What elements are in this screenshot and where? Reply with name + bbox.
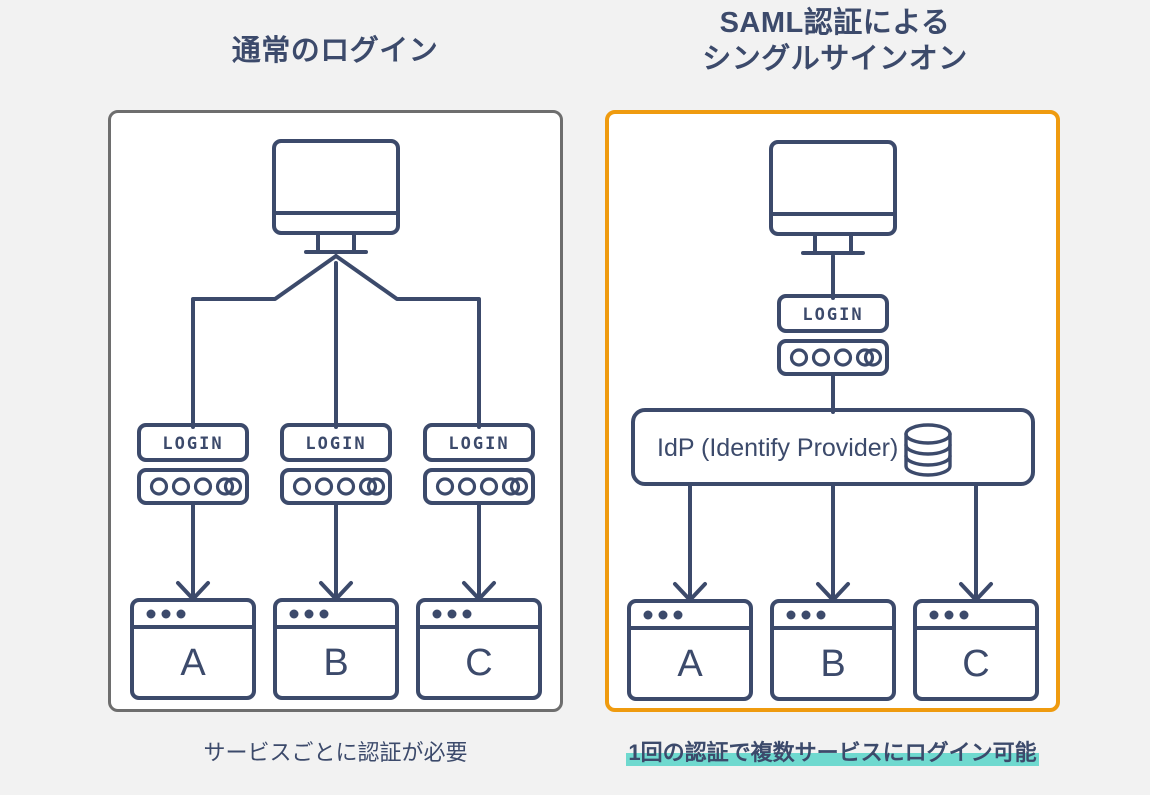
arrow-down-icon-a: [176, 501, 210, 601]
login-label-b: LOGIN: [305, 434, 366, 454]
service-letter-a: A: [677, 643, 703, 685]
right-caption: 1回の認証で複数サービスにログイン可能: [590, 740, 1075, 766]
right-panel: A B: [605, 110, 1060, 712]
right-title-line2: シングルサインオン: [702, 43, 968, 76]
database-icon: [904, 423, 952, 477]
left-diagram-title: 通常のログイン: [100, 33, 570, 69]
left-panel: A B: [108, 110, 563, 712]
connector-lines: [191, 254, 481, 429]
login-box-b: [280, 423, 392, 505]
service-window-c: C: [913, 599, 1039, 701]
service-window-a: A: [130, 598, 256, 700]
left-caption-text: サービスごとに認証が必要: [203, 740, 468, 765]
right-caption-highlight: 1回の認証で複数サービスにログイン可能: [626, 740, 1039, 766]
monitor-icon: [272, 139, 400, 254]
right-diagram-title: SAML認証による シングルサインオン: [600, 5, 1070, 78]
right-caption-text: 1回の認証で複数サービスにログイン可能: [628, 740, 1037, 765]
idp-label: IdP (Identify Provider): [657, 434, 898, 462]
service-letter-b: B: [323, 642, 348, 684]
login-label-a: LOGIN: [162, 434, 223, 454]
right-panel-graphic: A B: [627, 140, 1039, 701]
left-panel-graphic: A B: [130, 139, 542, 700]
service-letter-b: B: [820, 643, 845, 685]
service-letter-c: C: [962, 643, 989, 685]
arrow-down-icon-a: [673, 482, 707, 602]
service-window-a: A: [627, 599, 753, 701]
service-window-b: B: [770, 599, 896, 701]
service-window-b: B: [273, 598, 399, 700]
arrow-down-icon-b: [319, 501, 353, 601]
arrow-down-icon-c: [959, 482, 993, 602]
login-label-c: LOGIN: [448, 434, 509, 454]
service-window-c: C: [416, 598, 542, 700]
right-title-line1: SAML認証による: [719, 7, 951, 39]
arrow-down-icon-b: [816, 482, 850, 602]
login-box-c: [423, 423, 535, 505]
login-label-sso: LOGIN: [802, 305, 863, 325]
service-letter-c: C: [465, 642, 492, 684]
left-title-line: 通常のログイン: [231, 35, 439, 67]
left-caption: サービスごとに認証が必要: [108, 742, 563, 764]
service-letter-a: A: [180, 642, 206, 684]
highlight-band: [626, 753, 1039, 766]
monitor-icon: [769, 140, 897, 255]
arrow-down-icon-c: [462, 501, 496, 601]
